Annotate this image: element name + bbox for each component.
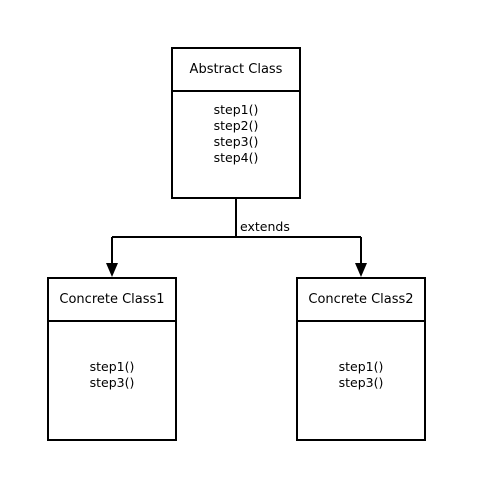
arrowhead-left	[106, 263, 118, 277]
extends-label: extends	[239, 219, 291, 234]
concrete-class2-title: Concrete Class2	[298, 279, 424, 322]
abstract-class-methods: step1() step2() step3() step4()	[173, 92, 299, 197]
abstract-class-title: Abstract Class	[173, 49, 299, 92]
method-item: step1()	[338, 359, 384, 374]
method-item: step3()	[338, 375, 384, 390]
concrete-class2-box: Concrete Class2 step1() step3()	[296, 277, 426, 441]
method-item: step4()	[213, 150, 259, 165]
abstract-class-box: Abstract Class step1() step2() step3() s…	[171, 47, 301, 199]
concrete-class1-methods: step1() step3()	[49, 322, 175, 439]
concrete-class2-methods: step1() step3()	[298, 322, 424, 439]
method-item: step1()	[213, 102, 259, 117]
method-item: step3()	[213, 134, 259, 149]
method-item: step3()	[89, 375, 135, 390]
method-item: step1()	[89, 359, 135, 374]
arrowhead-right	[355, 263, 367, 277]
concrete-class1-box: Concrete Class1 step1() step3()	[47, 277, 177, 441]
concrete-class1-title: Concrete Class1	[49, 279, 175, 322]
method-item: step2()	[213, 118, 259, 133]
